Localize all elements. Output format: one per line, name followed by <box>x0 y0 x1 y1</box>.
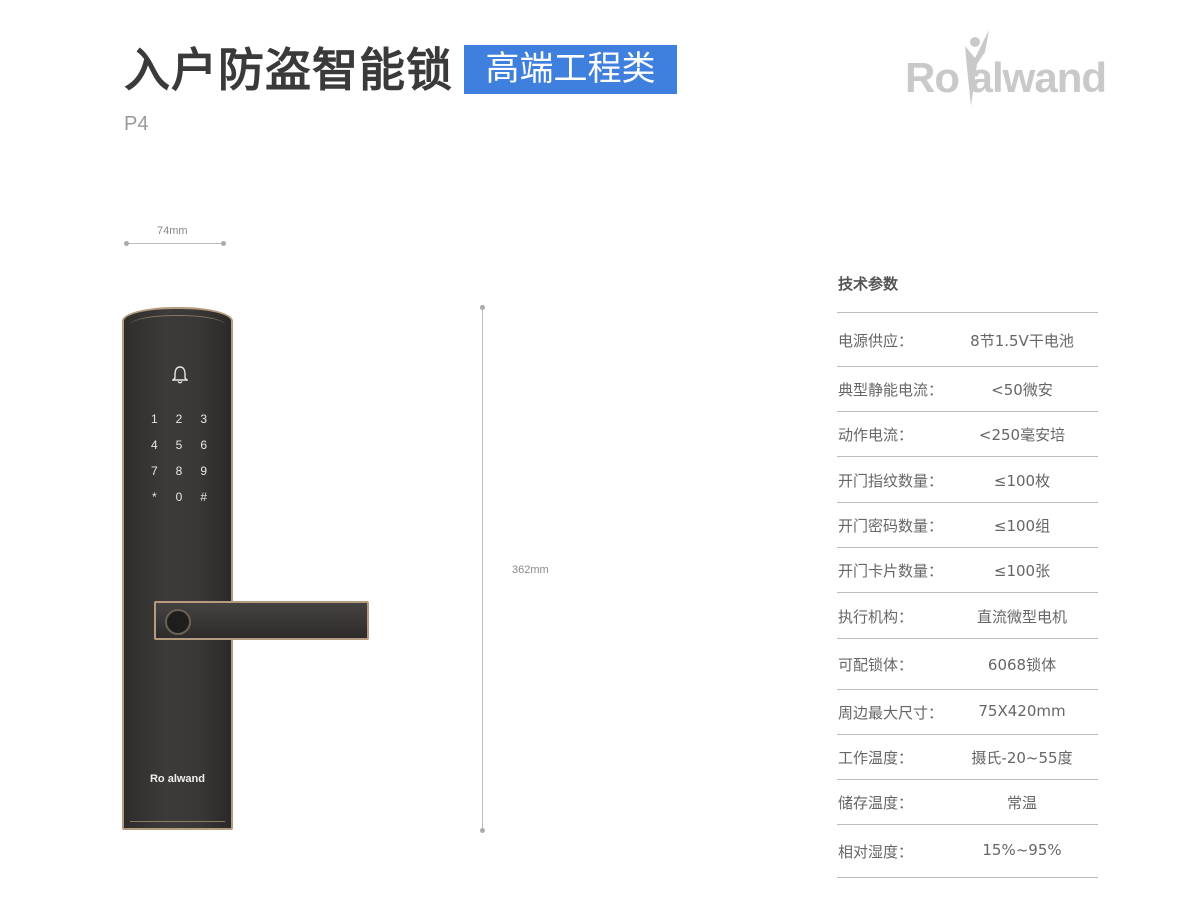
keypad-key[interactable]: 2 <box>175 412 183 426</box>
spec-row: 电源供应： 8节1.5V干电池 <box>837 313 1098 367</box>
height-dimension-line <box>480 305 485 833</box>
spec-row: 开门密码数量： ≤100组 <box>837 503 1098 548</box>
keypad-key[interactable]: # <box>200 490 207 504</box>
keypad-key[interactable]: 7 <box>150 464 158 478</box>
keypad-key[interactable]: 4 <box>150 438 158 452</box>
spec-label: 相对湿度： <box>838 843 914 861</box>
spec-label: 开门卡片数量： <box>838 562 944 580</box>
keypad-key[interactable]: 5 <box>175 438 183 452</box>
spec-label: 动作电流： <box>838 426 914 444</box>
spec-value: ≤100枚 <box>993 472 1051 490</box>
spec-row: 执行机构： 直流微型电机 <box>837 593 1098 639</box>
spec-row: 周边最大尺寸： 75X420mm <box>837 690 1098 735</box>
keypad-key[interactable]: 1 <box>150 412 158 426</box>
specs-heading: 技术参数 <box>838 275 899 293</box>
specs-table: 电源供应： 8节1.5V干电池典型静能电流： <50微安动作电流： <250毫安培开门… <box>837 312 1098 878</box>
spec-label: 典型静能电流： <box>838 381 944 399</box>
height-dimension-label: 362mm <box>512 564 549 576</box>
keypad-key[interactable]: 0 <box>175 490 183 504</box>
spec-value: 8节1.5V干电池 <box>970 332 1074 350</box>
page-number: P4 <box>124 113 149 135</box>
spec-value: 6068锁体 <box>987 656 1057 674</box>
fingerprint-sensor-icon[interactable] <box>165 609 191 635</box>
spec-value: <50微安 <box>991 381 1053 399</box>
width-dimension-line <box>124 241 226 246</box>
keypad-key[interactable]: 8 <box>175 464 183 478</box>
spec-row: 动作电流： <250毫安培 <box>837 412 1098 457</box>
spec-row: 相对湿度： 15%~95% <box>837 825 1098 878</box>
brand-logo: Ro alwand <box>905 28 1115 108</box>
smart-lock-body: 1 2 3 4 5 6 7 8 9 * 0 # Ro alwand <box>122 307 233 830</box>
brand-logo-text: Ro alwand <box>905 54 1107 101</box>
spec-row: 开门指纹数量： ≤100枚 <box>837 457 1098 503</box>
spec-row: 可配锁体： 6068锁体 <box>837 639 1098 690</box>
bell-icon <box>172 366 188 384</box>
spec-label: 开门指纹数量： <box>838 472 944 490</box>
spec-label: 开门密码数量： <box>838 517 944 535</box>
keypad-key[interactable]: * <box>151 490 157 504</box>
spec-value: 摄氏-20~55度 <box>971 749 1073 767</box>
lock-handle[interactable] <box>154 601 369 640</box>
spec-row: 储存温度： 常温 <box>837 780 1098 825</box>
spec-value: ≤100组 <box>993 517 1051 535</box>
spec-label: 执行机构： <box>838 608 914 626</box>
spec-label: 可配锁体： <box>838 656 914 674</box>
keypad: 1 2 3 4 5 6 7 8 9 * 0 # <box>142 413 216 504</box>
spec-label: 工作温度： <box>838 749 914 767</box>
spec-row: 工作温度： 摄氏-20~55度 <box>837 735 1098 780</box>
keypad-key[interactable]: 3 <box>200 412 207 426</box>
spec-value: 直流微型电机 <box>976 608 1067 626</box>
keypad-key[interactable]: 9 <box>200 464 207 478</box>
spec-row: 开门卡片数量： ≤100张 <box>837 548 1098 593</box>
page-title: 入户防盗智能锁 <box>124 43 453 97</box>
spec-value: 75X420mm <box>978 702 1066 720</box>
spec-value: <250毫安培 <box>978 426 1066 444</box>
lock-brand-logo: Ro alwand <box>149 773 205 785</box>
keypad-key[interactable]: 6 <box>200 438 207 452</box>
spec-value: 15%~95% <box>982 841 1062 859</box>
category-badge: 高端工程类 <box>464 45 677 94</box>
spec-label: 储存温度： <box>838 794 914 812</box>
spec-value: 常温 <box>1006 794 1037 812</box>
lock-trim <box>130 315 225 822</box>
spec-value: ≤100张 <box>993 562 1051 580</box>
brand-figure-icon <box>965 30 989 106</box>
spec-row: 典型静能电流： <50微安 <box>837 367 1098 412</box>
spec-label: 电源供应： <box>838 332 914 350</box>
width-dimension-label: 74mm <box>157 225 188 237</box>
spec-label: 周边最大尺寸： <box>838 704 944 722</box>
